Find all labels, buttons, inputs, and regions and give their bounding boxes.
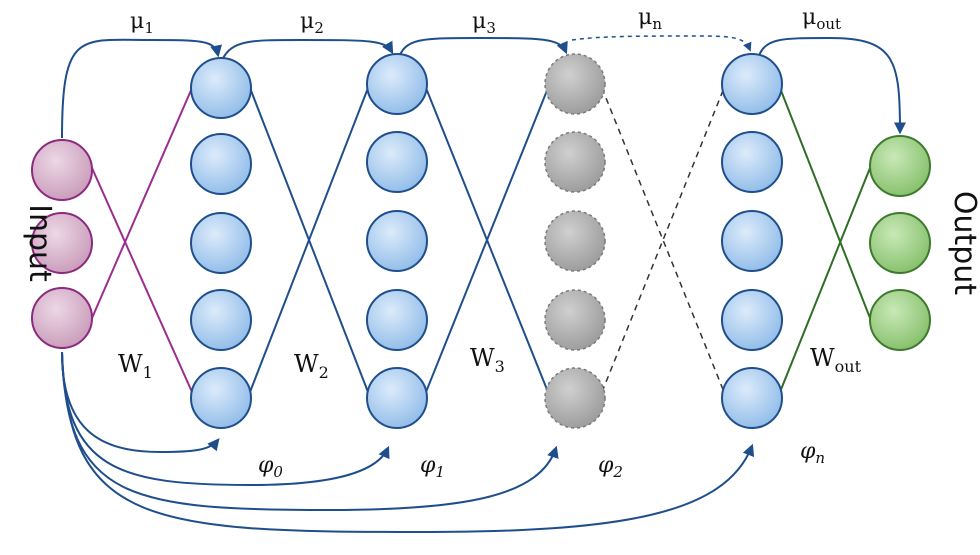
hidden-layer-3 (544, 53, 606, 429)
hidden-node (366, 210, 428, 272)
output-node (869, 289, 931, 351)
w-out-label: Wout (810, 344, 862, 376)
hidden-node (366, 367, 428, 429)
input-node (31, 139, 93, 201)
hidden-layer-1 (190, 57, 252, 429)
phi-2-label: φ2 (598, 453, 623, 481)
input-label: Input (22, 204, 57, 282)
edge-l2-to-l3-up (425, 87, 549, 393)
hidden-layer-2 (366, 53, 428, 429)
phi-n-label: φn (800, 439, 825, 467)
mu-out-label: μout (802, 5, 841, 33)
layer-connections (91, 87, 871, 393)
hidden-node (190, 57, 252, 119)
edge-l1-to-l2-up (249, 87, 369, 393)
w-3-label: W3 (470, 344, 505, 376)
edge-ln-to-output-up (779, 167, 871, 393)
arrow-phi-2 (61, 351, 559, 512)
hidden-node (190, 289, 252, 351)
output-node (869, 212, 931, 274)
hidden-layer-n (721, 53, 783, 429)
mu-n-label: μn (638, 5, 662, 33)
hidden-node (190, 212, 252, 274)
bottom-arrows (61, 351, 755, 534)
output-label: Output (947, 191, 980, 295)
phi-0-label: φ0 (258, 453, 283, 481)
ghost-node (544, 131, 606, 193)
input-node (31, 287, 93, 349)
arrow-mu-1 (61, 38, 222, 139)
hidden-node (366, 289, 428, 351)
hidden-node (721, 131, 783, 193)
output-layer (869, 135, 931, 351)
output-node (869, 135, 931, 197)
hidden-node (721, 289, 783, 351)
hidden-node (366, 131, 428, 193)
hidden-node (366, 53, 428, 115)
w-1-label: W1 (118, 350, 153, 382)
ghost-node (544, 289, 606, 351)
mu-3-label: μ3 (472, 9, 496, 37)
top-arrows (61, 35, 906, 139)
edge-ln-to-output-down (779, 87, 871, 319)
ghost-node (544, 210, 606, 272)
arrow-mu-2 (221, 38, 394, 61)
input-node (31, 212, 93, 274)
phi-1-label: φ1 (420, 453, 445, 481)
hidden-node (721, 367, 783, 429)
arrow-mu-n (571, 35, 752, 52)
hidden-node (721, 210, 783, 272)
ghost-node (544, 53, 606, 115)
hidden-node (190, 133, 252, 195)
input-layer (31, 139, 93, 349)
arrow-mu-3 (397, 36, 568, 61)
edge-input-bottom-to-l1-top (91, 87, 193, 319)
arrow-mu-out (757, 36, 906, 135)
hidden-node (190, 367, 252, 429)
edge-input-top-to-l1-bottom (91, 167, 193, 393)
w-2-label: W2 (294, 350, 329, 382)
arrow-phi-0 (61, 351, 220, 454)
mu-2-label: μ2 (300, 9, 324, 37)
mu-1-label: μ1 (130, 9, 154, 37)
ghost-node (544, 367, 606, 429)
arrow-phi-n (61, 351, 755, 534)
arrow-phi-1 (61, 351, 390, 487)
hidden-node (721, 53, 783, 115)
